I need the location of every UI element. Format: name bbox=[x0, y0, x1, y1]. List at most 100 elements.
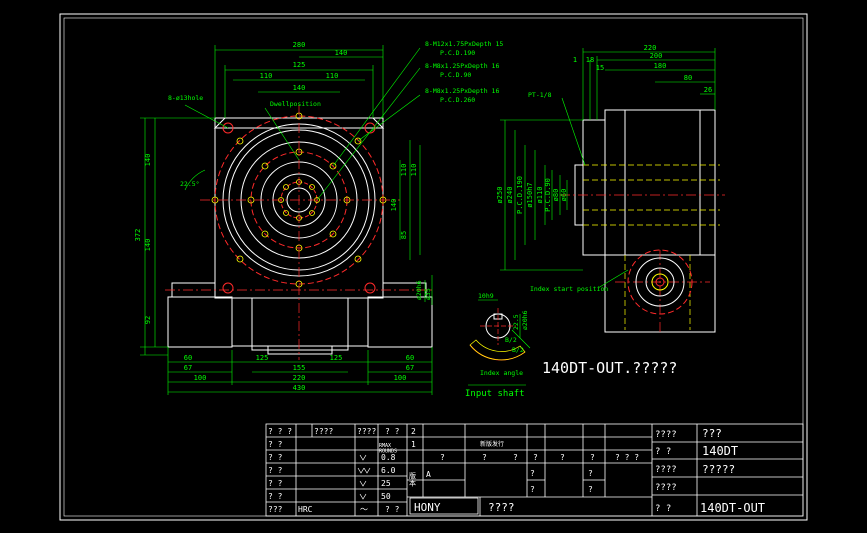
dim-left-92: 92 bbox=[144, 316, 152, 324]
label-dwell: Dwellposition bbox=[270, 100, 321, 108]
tb-row4-c: 25 bbox=[381, 479, 391, 488]
dim-top-110a: 110 bbox=[260, 72, 273, 80]
dim-bot-100a: 100 bbox=[194, 374, 207, 382]
dim-bot-125b: 125 bbox=[330, 354, 343, 362]
shaft-index-angle: Index angle bbox=[480, 369, 523, 377]
label-pt: PT-1/8 bbox=[528, 91, 552, 99]
dim-top-110b: 110 bbox=[326, 72, 339, 80]
tb-row0-a: ? ? ? bbox=[268, 427, 292, 436]
dim-top-125: 125 bbox=[293, 61, 306, 69]
dim-right-140: 140 bbox=[390, 199, 398, 212]
dim-right-110a: 110 bbox=[400, 164, 408, 177]
tb-rev2: 2 bbox=[411, 427, 416, 436]
tb-last-6: ? ? bbox=[385, 505, 400, 514]
label-angle: 22.5° bbox=[180, 180, 200, 188]
tb-r1a: ???? bbox=[655, 430, 677, 440]
side-dim-150h7: ø150h7 bbox=[526, 182, 534, 207]
side-dim-15: 15 bbox=[596, 64, 604, 72]
front-view: 280 140 125 110 110 140 140 372 140 92 1… bbox=[134, 40, 503, 395]
dim-bot-67b: 67 bbox=[406, 364, 414, 372]
side-dim-1: 1 bbox=[573, 56, 577, 64]
side-dim-60: ø60 bbox=[560, 189, 568, 202]
dim-bot-67a: 67 bbox=[184, 364, 192, 372]
tb-r5a: ? ? bbox=[655, 504, 671, 514]
tb-row0-b: ???? bbox=[314, 427, 333, 436]
side-dim-180: 180 bbox=[654, 62, 667, 70]
side-dim-220: 220 bbox=[644, 44, 657, 52]
shaft-dim-a: 22.5 bbox=[512, 314, 520, 330]
dim-top-140: 140 bbox=[335, 49, 348, 57]
label-pcd90: P.C.D.90 bbox=[440, 71, 471, 79]
side-dim-80: ø80 bbox=[552, 189, 560, 202]
tb-r3b: ????? bbox=[702, 463, 735, 476]
shaft-keyway: 10h9 bbox=[478, 292, 494, 300]
model-label: 140DT-OUT.????? bbox=[542, 359, 677, 377]
shaft-dim-b: ø20h6 bbox=[521, 310, 529, 330]
dim-right-110b: 110 bbox=[410, 164, 418, 177]
tb-row0-c: ???? bbox=[357, 427, 376, 436]
dim-bot-220: 220 bbox=[293, 374, 306, 382]
dim-right-85: 85 bbox=[400, 231, 408, 239]
tb-rev-qc: ? bbox=[588, 469, 593, 478]
tb-rev-note: 新版发行 bbox=[480, 440, 504, 448]
tb-rev-q0: ? bbox=[440, 453, 445, 462]
tb-rev-ban: 版本 bbox=[409, 471, 416, 488]
dim-left-372: 372 bbox=[134, 229, 142, 242]
dim-bot-125a: 125 bbox=[256, 354, 269, 362]
label-m12: 8-M12x1.75PxDepth 15 bbox=[425, 40, 503, 48]
tb-company: HONY bbox=[414, 501, 441, 514]
side-dim-110: ø110 bbox=[536, 187, 544, 204]
label-index-start: Index start position bbox=[530, 285, 608, 293]
tb-rev-q6: ? ? ? bbox=[615, 453, 639, 462]
tb-r1b: ??? bbox=[702, 427, 722, 440]
tb-row2-a: ? ? bbox=[268, 453, 283, 462]
tb-row6-c: ～ bbox=[360, 505, 368, 514]
dim-top-140b: 140 bbox=[293, 84, 306, 92]
tb-r5b: 140DT-OUT bbox=[700, 501, 765, 515]
tb-last-0: ? ? bbox=[385, 427, 400, 436]
side-dim-240: ø240 bbox=[506, 187, 514, 204]
dim-left-140b: 140 bbox=[144, 239, 152, 252]
side-dim-250: ø250 bbox=[496, 187, 504, 204]
title-block bbox=[265, 423, 804, 517]
side-dim-200: 200 bbox=[650, 52, 663, 60]
side-dim-pcd190: P.C.D.190 bbox=[516, 176, 524, 214]
label-pcd260: P.C.D.260 bbox=[440, 96, 475, 104]
tb-r2a: ? ? bbox=[655, 447, 671, 457]
shaft-angle-b: B/2 bbox=[512, 346, 524, 354]
tb-rev-q4: ? bbox=[560, 453, 565, 462]
tb-rev-q1: ? bbox=[482, 453, 487, 462]
tb-rev-q3: ? bbox=[533, 453, 538, 462]
dim-top-280: 280 bbox=[293, 41, 306, 49]
dim-bot-60b: 60 bbox=[406, 354, 414, 362]
side-dim-26: 26 bbox=[704, 86, 712, 94]
side-dim-80: 80 bbox=[684, 74, 692, 82]
tb-rev-qb: ? bbox=[530, 485, 535, 494]
shaft-angle-a: B/2 bbox=[505, 336, 517, 344]
tb-r3a: ???? bbox=[655, 465, 677, 475]
tb-row6-b: HRC bbox=[298, 505, 313, 514]
tb-row3-c: 6.0 bbox=[381, 466, 396, 475]
label-m8a: 8-M8x1.25PxDepth 16 bbox=[425, 62, 499, 70]
sheet-border bbox=[59, 13, 808, 521]
label-pcd190: P.C.D.190 bbox=[440, 49, 475, 57]
dim-bot-60a: 60 bbox=[184, 354, 192, 362]
dim-bot-100b: 100 bbox=[394, 374, 407, 382]
tb-row1-a: ? ? bbox=[268, 440, 283, 449]
label-m8b: 8-M8x1.25PxDepth 16 bbox=[425, 87, 499, 95]
label-hole: 8-ø13hole bbox=[168, 94, 203, 102]
side-dim-pcd90: P.C.D.90 bbox=[544, 178, 552, 212]
tb-row6-a: ??? bbox=[268, 505, 283, 514]
label-shaft-b: ø35 bbox=[424, 288, 432, 300]
label-shaft-a: ø20h6 bbox=[415, 280, 423, 300]
dim-bot-155: 155 bbox=[293, 364, 306, 372]
tb-rev-q2: ? bbox=[513, 453, 518, 462]
tb-row4-a: ? ? bbox=[268, 479, 283, 488]
tb-rev-q5: ? bbox=[590, 453, 595, 462]
tb-company-q: ???? bbox=[488, 501, 515, 514]
tb-row5-a: ? ? bbox=[268, 492, 283, 501]
surface-symbols bbox=[357, 454, 371, 500]
